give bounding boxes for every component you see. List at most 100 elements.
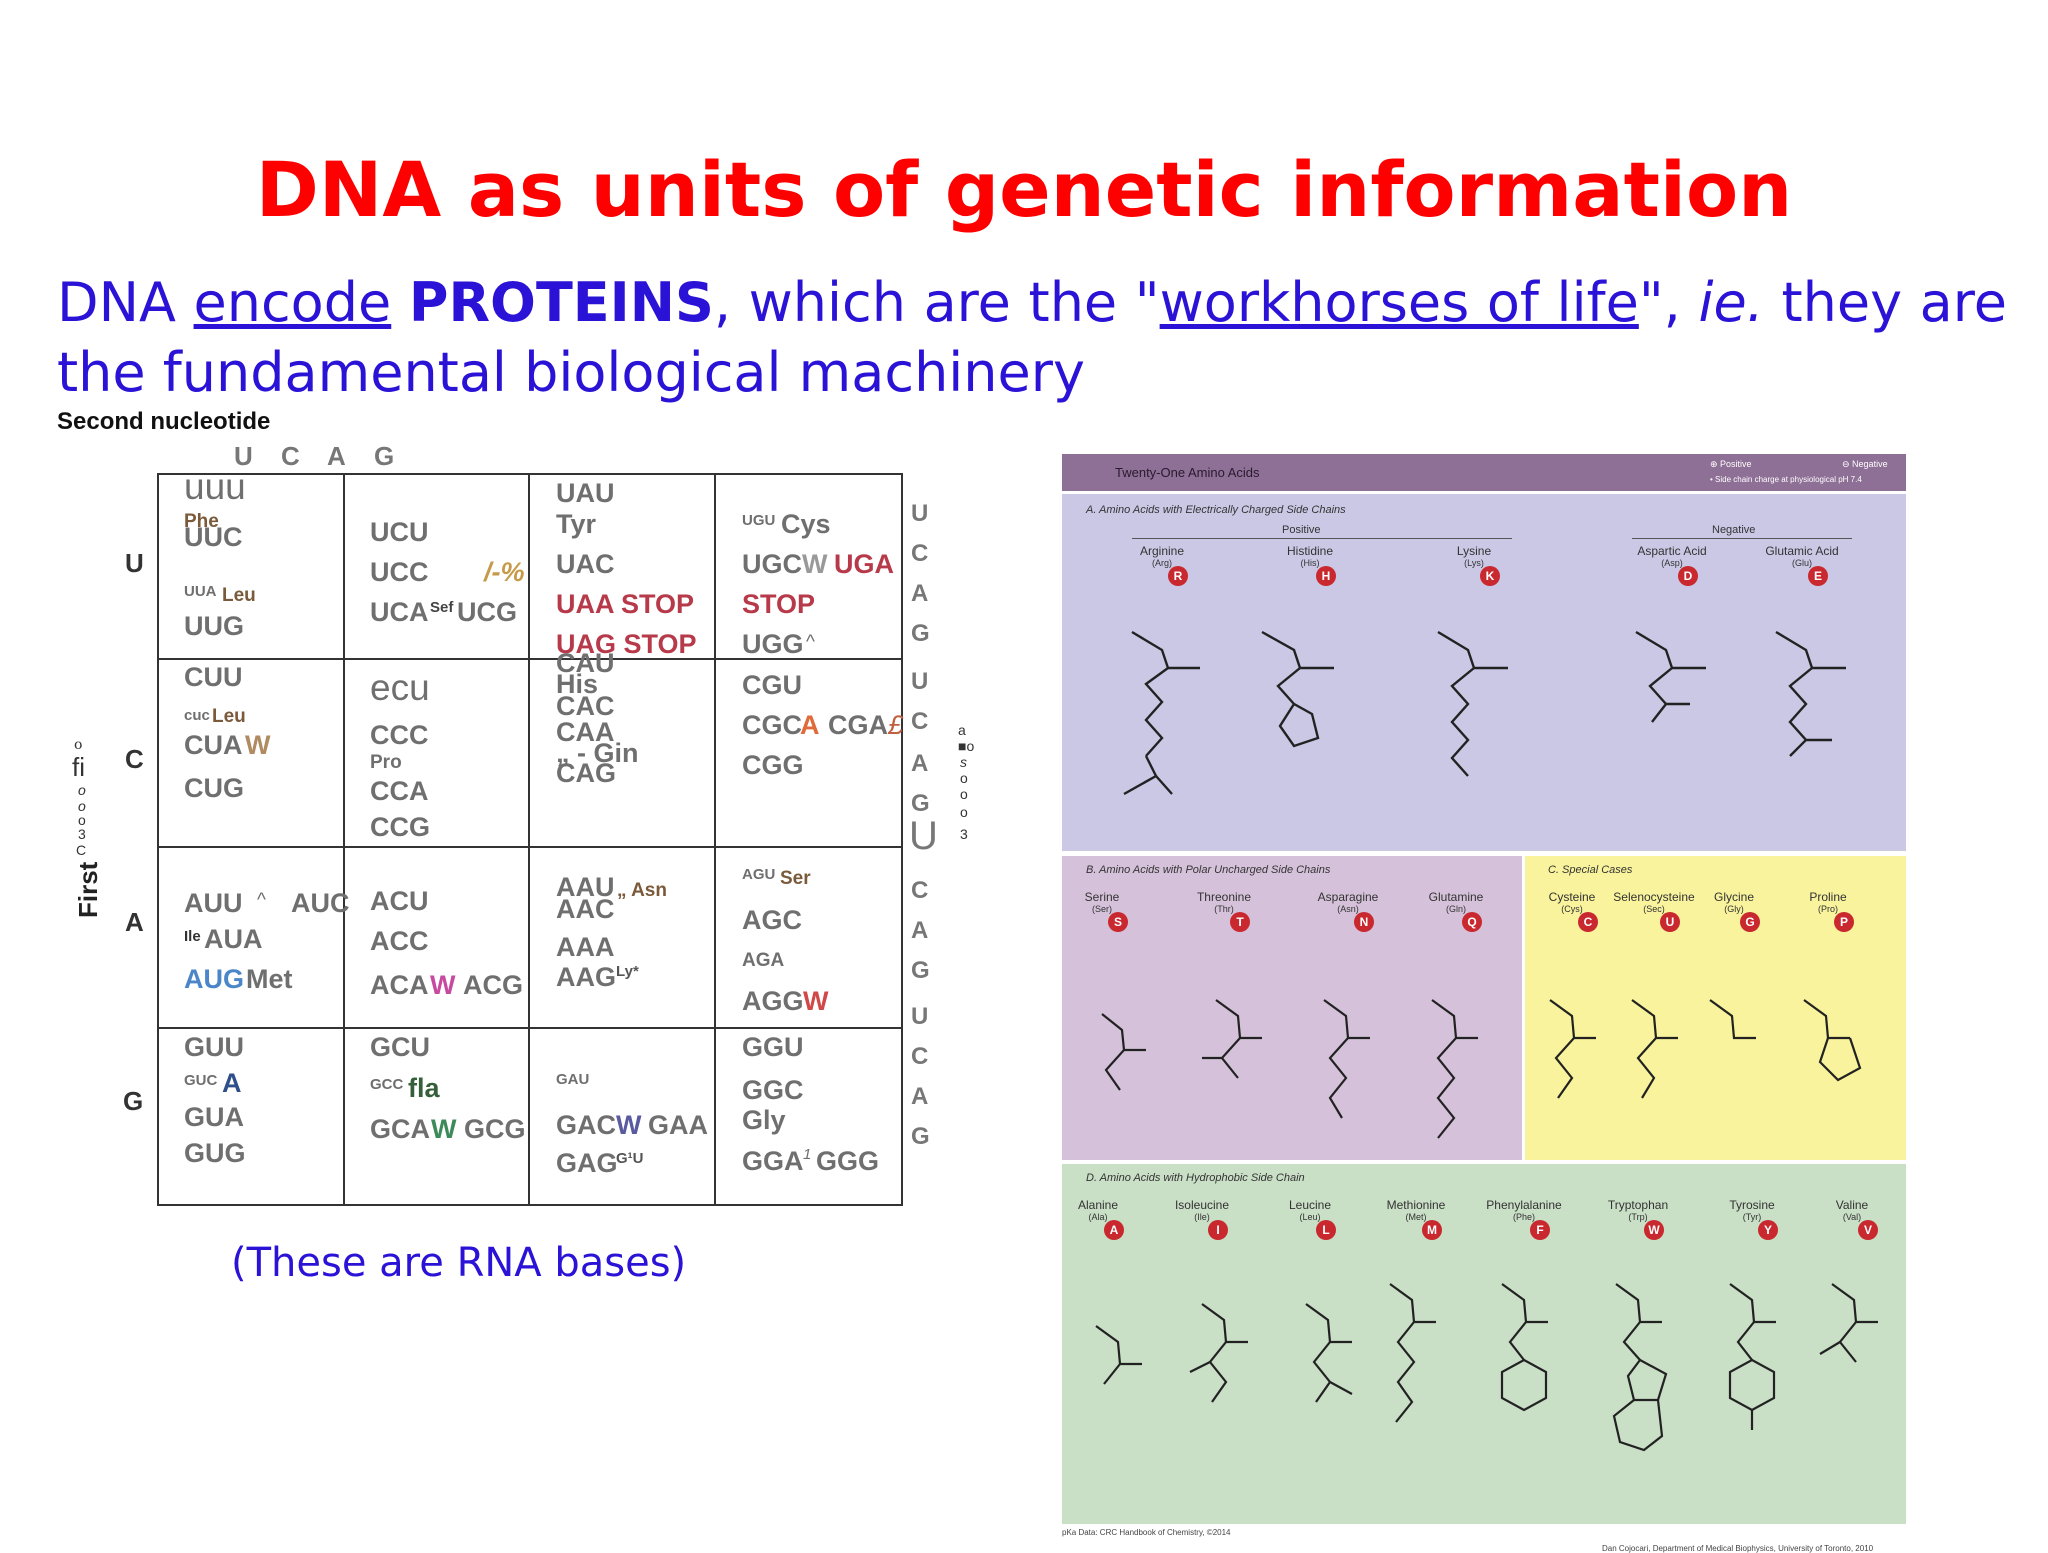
left-fragment-0: o — [74, 737, 83, 753]
aa-gly: Gly — [742, 1105, 786, 1135]
aa-badge-tyrosine: Y — [1758, 1220, 1778, 1240]
third-base-c-4: C — [911, 1043, 929, 1070]
aa-badge-methionine: M — [1422, 1220, 1442, 1240]
codon-agc: AGC — [742, 905, 802, 935]
structure-glycine — [1709, 999, 1756, 1040]
aa-name-glycine: Glycine — [1713, 890, 1754, 904]
aa-name-arginine: Arginine — [1139, 544, 1185, 558]
aa-pro: Pro — [370, 752, 402, 773]
codon-acu: ACU — [370, 886, 429, 916]
aa-badge-glutamine: Q — [1462, 912, 1482, 932]
encode-link[interactable]: encode — [193, 271, 392, 334]
codon-ggg: GGG — [816, 1146, 880, 1176]
aa-tyr: Tyr — [556, 509, 597, 539]
codon-cga: CGA — [828, 710, 888, 740]
aa-abbr-asparagine: (Asn) — [1337, 904, 1359, 914]
page-title: DNA as units of genetic information — [255, 145, 1793, 234]
legend-positive: ⊕ Positive — [1710, 459, 1752, 469]
panel-d-label: D. Amino Acids with Hydrophobic Side Cha… — [1086, 1172, 1305, 1184]
aa-w-ugc: W — [802, 549, 828, 579]
aa-ile: Ile — [184, 928, 201, 945]
second-base-c: C — [281, 441, 300, 471]
codon-gcg: GCG — [464, 1114, 526, 1144]
second-base-u: U — [234, 441, 253, 471]
intro-text-4: ", — [1638, 271, 1699, 334]
structure-cysteine — [1549, 999, 1596, 1099]
aa-abbr-phenylalanine: (Phe) — [1512, 1212, 1535, 1222]
chart-header-bar — [1062, 454, 1906, 491]
legend-note: • Side chain charge at physiological pH … — [1710, 475, 1862, 484]
structure-isoleucine — [1189, 1303, 1248, 1403]
aa-badge-alanine: A — [1104, 1220, 1124, 1240]
aa-name-glutamic-acid: Glutamic Acid — [1765, 544, 1839, 558]
left-fragment-2: o — [78, 782, 86, 798]
codon-gaa: GAA — [648, 1110, 708, 1140]
caret-ugg: ^ — [806, 632, 815, 653]
aa-name-cysteine: Cysteine — [1548, 890, 1596, 904]
aa-abbr-glycine: (Gly) — [1724, 904, 1744, 914]
codon-uug: UUG — [184, 611, 244, 641]
left-fragment-5: 3 — [78, 826, 86, 842]
grid-col-line-1 — [343, 473, 345, 1206]
codon-cgc: CGC — [742, 710, 802, 740]
codon-guu: GUU — [184, 1032, 244, 1062]
aa-abbr-alanine: (Ala) — [1088, 1212, 1108, 1222]
codon-ccg: CCG — [370, 812, 430, 842]
structure-valine — [1819, 1283, 1878, 1363]
aa-name-isoleucine: Isoleucine — [1174, 1198, 1230, 1212]
codon-ggu: GGU — [742, 1032, 804, 1062]
first-base-c: C — [125, 744, 144, 774]
amino-acid-chart: Twenty-One Amino Acids ⊕ Positive ⊖ Nega… — [1062, 454, 1906, 1553]
third-base-u-3: U — [909, 814, 938, 858]
panel-polar — [1062, 856, 1522, 1160]
left-fragment-3: o — [78, 798, 86, 814]
aa-gln: „ - Gin — [556, 738, 639, 768]
workhorses-link[interactable]: workhorses of life — [1159, 271, 1639, 334]
codon-ucg: UCG — [457, 597, 517, 627]
codon-aga: AGA — [742, 950, 785, 971]
structure-glutamic-acid — [1775, 630, 1846, 757]
aa-glu: G¹U — [616, 1150, 644, 1167]
aa-ser-2: Ser — [780, 868, 811, 889]
structure-lysine — [1437, 630, 1508, 777]
aa-abbr-selenocysteine: (Sec) — [1643, 904, 1665, 914]
codon-gcu: GCU — [370, 1032, 430, 1062]
codon-ucc: UCC — [370, 557, 429, 587]
positive-bracket — [1132, 538, 1512, 539]
second-base-a: A — [327, 441, 346, 471]
grid-col-line-2 — [528, 473, 530, 1206]
structure-threonine — [1202, 999, 1262, 1079]
structure-methionine — [1389, 1283, 1436, 1423]
third-base-g-3: G — [911, 957, 930, 984]
aa-leu-2: Leu — [212, 706, 246, 727]
aa-name-proline: Proline — [1809, 890, 1847, 904]
aa-badge-serine: S — [1108, 912, 1128, 932]
chart-footer-right: Dan Cojocari, Department of Medical Biop… — [1602, 1544, 1874, 1553]
aa-badge-glycine: G — [1740, 912, 1760, 932]
codon-uca: UCA — [370, 597, 429, 627]
codon-gug: GUG — [184, 1138, 246, 1168]
structure-phenylalanine — [1500, 1283, 1548, 1412]
aa-badge-leucine: L — [1316, 1220, 1336, 1240]
first-base-g: G — [123, 1086, 144, 1116]
codon-acc: ACC — [370, 926, 429, 956]
codon-agu: AGU — [742, 866, 776, 883]
intro-paragraph: DNA encode PROTEINS, which are the "work… — [57, 268, 2007, 408]
grid-bottom — [157, 1204, 903, 1206]
codon-aag: AAG — [556, 962, 616, 992]
codon-aaa: AAA — [556, 932, 615, 962]
third-base-a-3: A — [911, 917, 929, 944]
aa-abbr-threonine: (Thr) — [1214, 904, 1234, 914]
aa-asn: „ Asn — [617, 880, 667, 901]
codon-agg: AGG — [742, 986, 804, 1016]
grid-row-line-1 — [157, 658, 903, 660]
first-label: First — [73, 861, 103, 918]
aa-name-tryptophan: Tryptophan — [1607, 1198, 1669, 1212]
aa-abbr-aspartic-acid: (Asp) — [1661, 558, 1683, 568]
aa-abbr-tyrosine: (Tyr) — [1742, 1212, 1762, 1222]
structure-glutamine — [1431, 999, 1478, 1139]
aa-name-phenylalanine: Phenylalanine — [1486, 1198, 1562, 1212]
codon-caa: CAA — [556, 717, 615, 747]
structure-tryptophan — [1612, 1283, 1668, 1452]
left-fragment-4: o — [78, 812, 86, 828]
